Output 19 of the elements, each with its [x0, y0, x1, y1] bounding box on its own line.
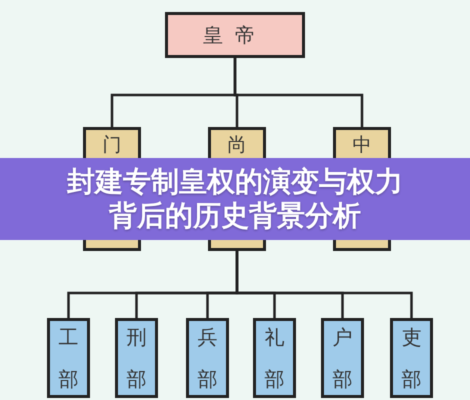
- box-label: 中: [352, 135, 372, 156]
- ministry-box: [321, 318, 364, 398]
- connector-line: [234, 58, 364, 127]
- box-label: 兵部: [198, 324, 218, 393]
- ministry-box: [47, 318, 90, 398]
- box-label: 工部: [58, 324, 78, 393]
- box-label: 门: [102, 135, 122, 156]
- ministry-box: [390, 318, 433, 398]
- box-label: 礼部: [264, 324, 284, 393]
- ministry-box: [253, 318, 296, 398]
- box-label: 尚: [228, 135, 246, 156]
- box-label: 皇帝: [203, 24, 267, 46]
- title: 封建专制皇权的演变与权力背后的历史背景分析: [66, 165, 404, 233]
- box-label: 户部: [332, 324, 352, 393]
- ministry-box: [115, 318, 158, 398]
- box-label: 刑部: [126, 324, 146, 393]
- box-label: 吏部: [402, 324, 422, 393]
- ministry-box: [186, 318, 229, 398]
- emperor-box: [165, 12, 305, 58]
